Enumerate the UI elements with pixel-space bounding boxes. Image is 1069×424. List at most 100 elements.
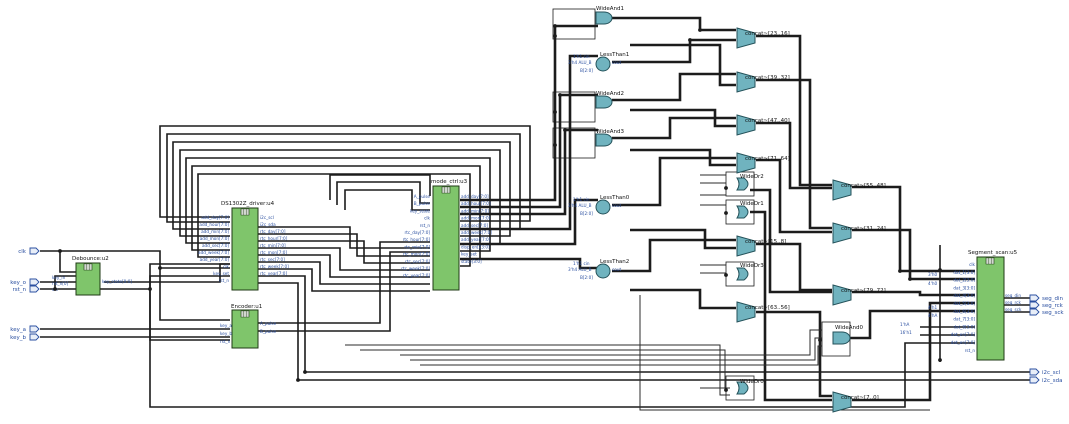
mux-label: concat~[71..64] (745, 156, 790, 162)
mode-in-pin: key_state (410, 208, 430, 213)
ds1302-in-pin: add_min[7:0] (201, 229, 229, 234)
ds1302-in-pin: rst_n (219, 278, 230, 283)
port-i2c-scl[interactable]: i2c_scl (1029, 368, 1061, 376)
cell-wideor1[interactable]: WideOr1 (725, 199, 764, 225)
output-ports: seg_din seg_rck seg_sck i2c_scl i2c_sda (1029, 294, 1064, 384)
mux-label: concat~[23..16] (745, 31, 790, 37)
ds1302-in-pin: clk (223, 264, 229, 269)
lessthan0-label: LessThan0 (600, 195, 630, 201)
lessthan0-pin-out: cout (612, 203, 622, 208)
junction-dot (724, 388, 728, 392)
grid-icon (441, 186, 451, 194)
ds1302-in-pin: add_week[7:0] (198, 250, 229, 255)
port-key-a[interactable]: key_a (10, 325, 40, 333)
port-clk-label: clk (18, 249, 27, 255)
cell-wideor3[interactable]: WideOr3 (725, 261, 764, 287)
mux-c7972[interactable]: concat~[79..72] (832, 284, 886, 306)
mode-in-pin: A_pulse (414, 194, 431, 199)
segment-in-pin: dat_2[3:0] (953, 278, 975, 283)
mux-c3124[interactable]: concat~[31..24] (832, 222, 886, 244)
port-seg-sck[interactable]: seg_sck (1029, 308, 1064, 316)
junction-dot (553, 24, 557, 28)
wideor1-label: WideOr1 (740, 201, 764, 207)
port-clk[interactable]: clk (18, 247, 40, 255)
mux-c2316[interactable]: concat~[23..16] (736, 27, 790, 49)
cell-wideor0[interactable]: WideOr0 (725, 375, 764, 401)
segment-pin-seg-sck: seg_sck (1005, 307, 1022, 312)
junction-dot (563, 128, 567, 132)
mux-c158[interactable]: concat~[15..8] (736, 235, 786, 257)
block-segment-scan[interactable]: Segment_scan:u5 clkdat_1[3:0]dat_2[3:0]d… (951, 250, 1022, 361)
ds1302-out-pin: i2c_scl (260, 215, 274, 220)
mode-in-pin: rst_n (420, 223, 431, 228)
junction-dot (724, 273, 728, 277)
segment-in-pin: dat_5[3:0] (953, 301, 975, 306)
mux-c7164[interactable]: concat~[71..64] (736, 152, 790, 174)
lessthan0-pin-cin: 1'h1 cin (573, 197, 590, 202)
cell-wideand0[interactable]: WideAnd0 (821, 321, 863, 357)
ds1302-out-pin: rtc_mon[7:0] (260, 250, 287, 255)
block-ds1302[interactable]: DS1302Z_driver:u4 add_day[7:0]add_hour[7… (198, 201, 289, 291)
wideand3-label: WideAnd3 (596, 129, 624, 135)
junction-dot (908, 277, 912, 281)
mux-label: concat~[55..48] (841, 183, 886, 189)
ds1302-out-pin: rtc_min[7:0] (260, 243, 286, 248)
cell-wideor2[interactable]: WideOr2 (725, 171, 764, 197)
mux-c5548[interactable]: concat~[55..48] (832, 179, 886, 201)
encoder-pin-rst-n: rst_n (220, 339, 231, 344)
junction-dot (53, 287, 57, 291)
const-label: 16'h1 (900, 330, 912, 335)
const-label: 4'hA (928, 313, 937, 318)
ds1302-out-pin: rtc_sec[7:0] (260, 257, 285, 262)
mode-in-pin: rtc_year[7:0] (403, 273, 430, 278)
junction-dot (558, 93, 562, 97)
junction-dot (938, 268, 942, 272)
segment-in-pin: rst_n (965, 348, 976, 353)
mux-c6356[interactable]: concat~[63..56] (736, 301, 790, 323)
segment-in-pin: dat_7[3:0] (953, 317, 975, 322)
grid-icon (985, 257, 995, 265)
port-key-b[interactable]: key_b (10, 333, 40, 341)
ds1302-out-pin: i2c_sda (260, 222, 276, 227)
lessthan2-pin-c: B[2:0] (580, 275, 593, 280)
debounce-pin-key-state: key_state[0:0] (102, 279, 132, 284)
cell-wideand1[interactable]: WideAnd1 (552, 6, 624, 40)
mux-c3932[interactable]: concat~[39..32] (736, 71, 790, 93)
cell-lessthan0[interactable]: LessThan0 1'h1 cin 3'h4 ALU_B B[2:0] cou… (568, 195, 630, 216)
port-i2c-sda-label: i2c_sda (1042, 378, 1063, 384)
port-key-o[interactable]: key_o (10, 278, 40, 286)
segment-pin-seg-rck: seg_rck (1005, 300, 1021, 305)
encoder-pin-a-pulse: A_pulse (260, 321, 277, 326)
block-debounce-title: Debounce:u2 (72, 256, 109, 262)
block-mode-ctrl[interactable]: mode_ctrl:u3 A_pulseB_pulsekey_stateclkr… (401, 179, 492, 291)
mux-c4740[interactable]: concat~[47..40] (736, 114, 790, 136)
mode-in-pin: rtc_min[7:0] (404, 244, 430, 249)
mode-out-pin: disp_en[23:0] (461, 244, 490, 249)
wideor3-label: WideOr3 (740, 263, 764, 269)
debounce-pin-rst-n: rst_n[0] (52, 281, 69, 286)
port-rst-n-label: rst_n (12, 287, 26, 293)
port-seg-din[interactable]: seg_din (1029, 294, 1064, 302)
cell-wideand2[interactable]: WideAnd2 (552, 91, 624, 123)
block-segment-title: Segment_scan:u5 (968, 250, 1018, 256)
mux-label: concat~[47..40] (745, 118, 790, 124)
cell-lessthan2[interactable]: LessThan2 1'h1 cin 3'h4 ALU_B B[2:0] cou… (568, 259, 629, 280)
segment-in-pin: dat_6[3:0] (953, 309, 975, 314)
cell-wideand3[interactable]: WideAnd3 (552, 127, 624, 159)
mux-c70[interactable]: concat~[7..0] (832, 391, 879, 413)
port-seg-rck[interactable]: seg_rck (1029, 301, 1064, 309)
port-key-a-label: key_a (10, 327, 26, 333)
cell-lessthan1[interactable]: LessThan1 1'h1 cin 3'h4 ALU_B B[2:0] cou… (568, 52, 629, 73)
port-i2c-sda[interactable]: i2c_sda (1029, 376, 1063, 384)
lessthan1-pin-cin: 1'h1 cin (573, 54, 590, 59)
mux-label: concat~[63..56] (745, 305, 790, 311)
mode-out-pin: add_week[7:0] (461, 230, 492, 235)
junction-dots (53, 24, 942, 392)
segment-in-pin: dat_8[3:0] (953, 324, 975, 329)
block-encoder-title: Encoder:u1 (231, 304, 262, 310)
port-seg-rck-label: seg_rck (1042, 303, 1064, 309)
mode-in-pin: rtc_week[7:0] (401, 266, 430, 271)
block-encoder[interactable]: Encoder:u1 key_a key_b rst_n A_pulse B_p… (220, 304, 277, 349)
encoder-pin-key-b: key_b (220, 331, 232, 336)
port-rst-n[interactable]: rst_n (12, 285, 40, 293)
